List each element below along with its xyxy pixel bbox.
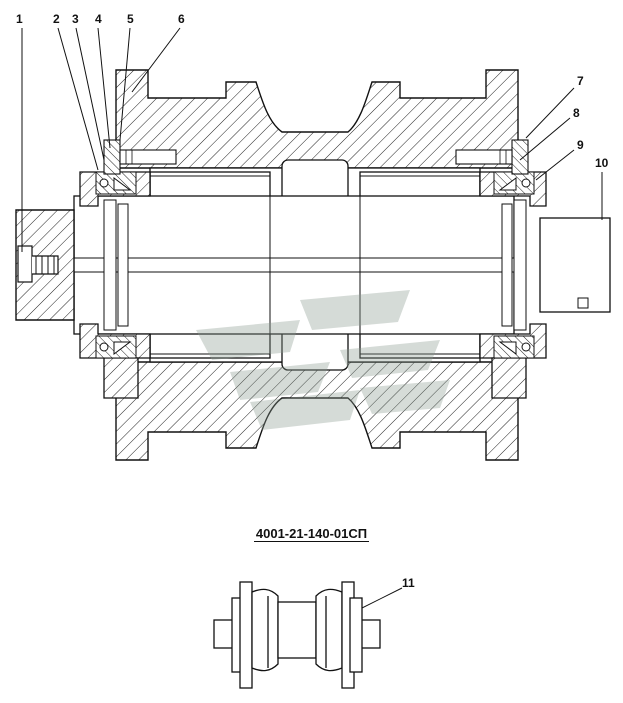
watermark-logo	[196, 290, 450, 430]
left-flange-lower	[103, 357, 139, 399]
callout-4: 4	[95, 12, 102, 26]
assembly-caption: 4001-21-140-01СП	[0, 526, 623, 542]
right-axle-end	[539, 217, 611, 313]
assembly-number: 4001-21-140-01СП	[253, 526, 370, 542]
callout-5: 5	[127, 12, 134, 26]
callout-7: 7	[577, 74, 584, 88]
right-flange-lower	[491, 357, 527, 399]
callout-9: 9	[577, 138, 584, 152]
right-bolt	[511, 139, 529, 175]
roller-body-upper	[115, 69, 519, 169]
callout-11: 11	[402, 576, 415, 590]
callout-1: 1	[16, 12, 23, 26]
left-bolt	[103, 139, 121, 175]
leader-lines	[21, 27, 603, 615]
callout-6: 6	[178, 12, 185, 26]
callout-8: 8	[573, 106, 580, 120]
callout-2: 2	[53, 12, 60, 26]
callout-10: 10	[595, 156, 609, 170]
roller-body-lower	[115, 361, 519, 461]
callout-3: 3	[72, 12, 79, 26]
roller-overview	[213, 581, 381, 689]
